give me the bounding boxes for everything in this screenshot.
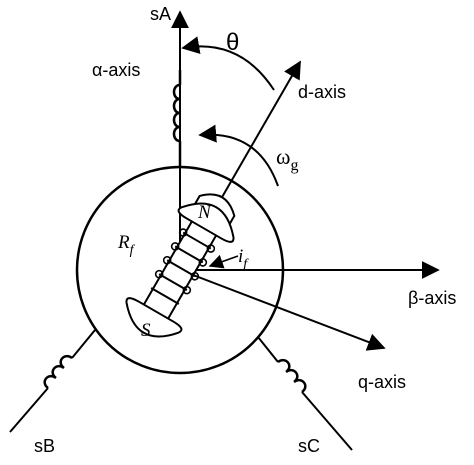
label-q-axis: q-axis bbox=[358, 372, 406, 392]
label-theta: θ bbox=[226, 29, 239, 56]
phase-a-winding bbox=[172, 70, 182, 167]
label-if: if bbox=[238, 246, 249, 272]
q-axis-line bbox=[179, 269, 386, 351]
label-sA: sA bbox=[150, 4, 171, 24]
theta-arc bbox=[181, 36, 275, 91]
phase-c-winding bbox=[257, 336, 353, 451]
label-sC: sC bbox=[298, 436, 320, 456]
rotor bbox=[125, 193, 236, 338]
omega-arc bbox=[198, 124, 279, 187]
label-north: N bbox=[197, 202, 212, 223]
label-d-axis: d-axis bbox=[298, 82, 346, 102]
label-sB: sB bbox=[34, 436, 55, 456]
label-alpha-axis: α-axis bbox=[92, 60, 140, 80]
label-south: S bbox=[141, 320, 151, 341]
label-omega: ωg bbox=[276, 144, 298, 174]
phase-b-winding bbox=[9, 329, 96, 433]
if-arrow bbox=[208, 254, 239, 269]
label-rf: Rf bbox=[117, 232, 136, 258]
label-beta-axis: β-axis bbox=[408, 288, 456, 308]
